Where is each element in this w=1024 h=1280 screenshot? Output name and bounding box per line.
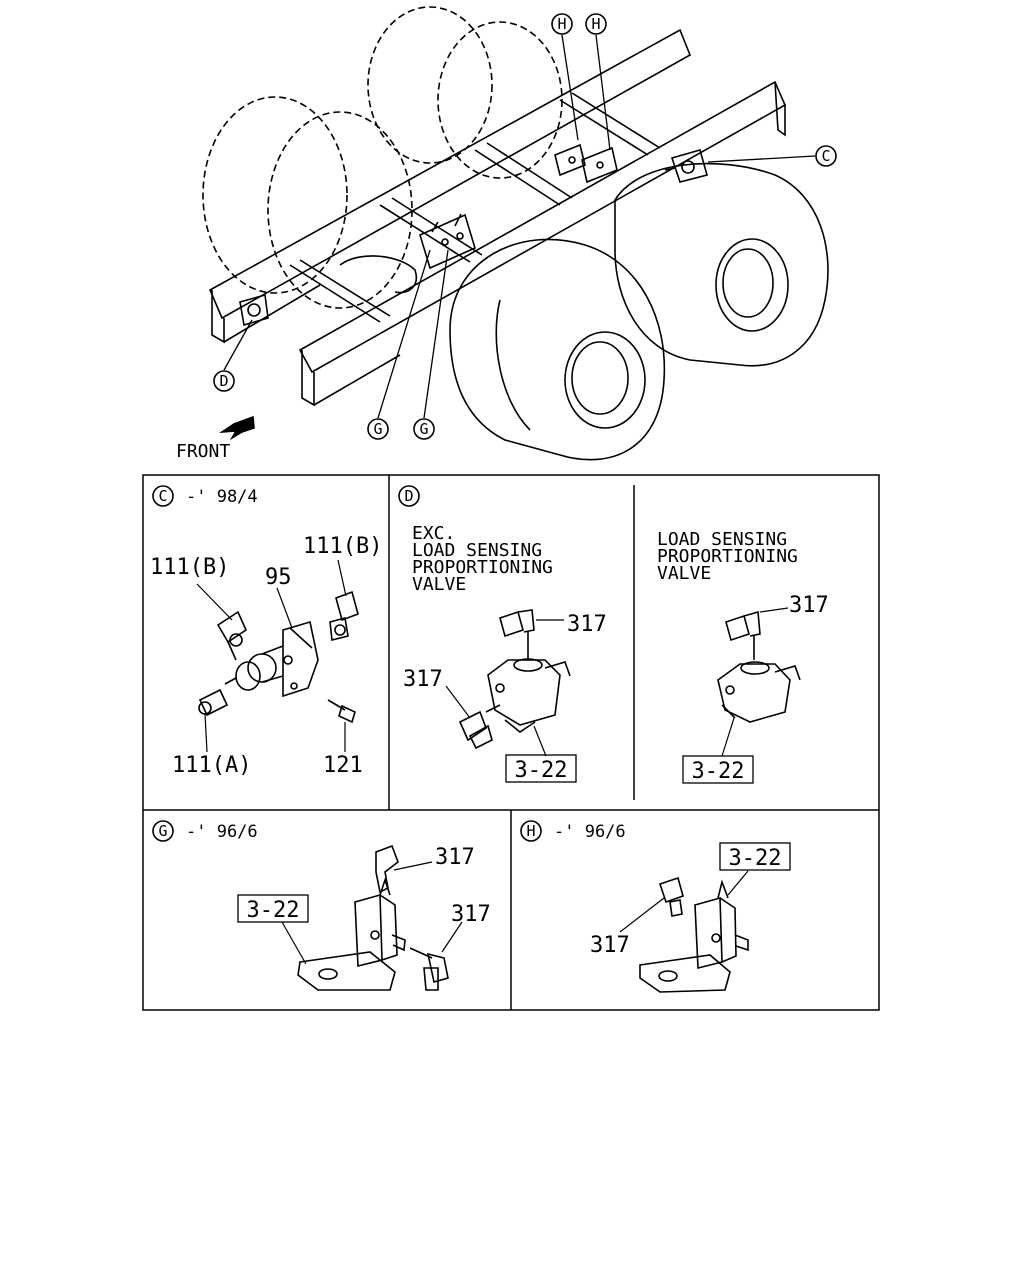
label-121: 121 <box>323 753 363 778</box>
front-arrow-icon <box>219 415 255 441</box>
panel-g-letter: G <box>158 822 167 840</box>
bracket-g-assembly <box>419 213 476 270</box>
component-d-valve <box>239 293 269 327</box>
panel-d-right-caption-1: LOAD SENSING <box>657 529 787 550</box>
callout-h-right: H <box>585 13 607 35</box>
panel-d-left-label-317-left: 317 <box>403 667 443 692</box>
frame-rail-left <box>208 28 692 344</box>
panel-d-left-caption-4: VALVE <box>412 574 466 595</box>
svg-text:H: H <box>557 15 566 33</box>
panel-h: H -' 96/6 317 3-22 <box>520 820 791 993</box>
panel-h-label-317: 317 <box>590 933 630 958</box>
cross-members <box>289 92 661 323</box>
panel-h-leaders <box>619 870 749 933</box>
panel-d-left-valve <box>458 609 571 750</box>
label-111b-right: 111(B) <box>303 534 382 559</box>
svg-text:H: H <box>591 15 600 33</box>
panel-d-left-caption-2: LOAD SENSING <box>412 540 542 561</box>
detail-frames <box>142 474 880 1011</box>
part-111b-left-fitting <box>216 610 248 661</box>
panel-g: G -' 96/6 317 317 3-22 <box>152 820 491 991</box>
panel-d-right-valve <box>717 610 801 723</box>
panel-d-left-ref-box: 3-22 <box>515 758 568 783</box>
panel-d-left-leaders <box>445 619 564 757</box>
panel-d-left-label-317-top: 317 <box>567 612 607 637</box>
callout-h-left: H <box>551 13 573 35</box>
callout-leaders <box>223 34 816 419</box>
panel-d-right-caption-3: VALVE <box>657 563 711 584</box>
panel-d-right-ref-box: 3-22 <box>692 759 745 784</box>
panel-c: C -' 98/4 <box>150 485 382 778</box>
panel-h-qualifier: -' 96/6 <box>554 822 626 842</box>
panel-d-letter: D <box>404 487 413 505</box>
tire-front-right <box>449 162 829 461</box>
panel-h-letter: H <box>526 822 535 840</box>
svg-text:G: G <box>419 420 428 438</box>
svg-text:G: G <box>373 420 382 438</box>
label-95: 95 <box>265 565 292 590</box>
svg-text:C: C <box>821 147 830 165</box>
panel-d-right-leaders <box>721 607 789 757</box>
panel-g-label-317-top: 317 <box>435 845 475 870</box>
chassis-overview: H H C D G G FRONT <box>176 6 837 462</box>
svg-text:D: D <box>219 372 228 390</box>
part-111b-right-fitting <box>329 590 359 641</box>
part-95-valve <box>224 620 319 698</box>
panel-g-qualifier: -' 96/6 <box>186 822 258 842</box>
callout-c: C <box>815 145 837 167</box>
panel-c-letter: C <box>158 487 167 505</box>
panel-d-left-caption-1: EXC. <box>412 523 455 544</box>
panel-g-ref-box: 3-22 <box>247 898 300 923</box>
panel-c-qualifier: -' 98/4 <box>186 487 258 507</box>
bracket-h-assembly <box>554 143 618 184</box>
component-c-valve <box>664 149 708 183</box>
label-111b-left: 111(B) <box>150 555 229 580</box>
panel-h-ref-box: 3-22 <box>729 846 782 871</box>
callout-g-left: G <box>367 418 389 440</box>
frame-rail-right <box>298 80 787 407</box>
callout-d: D <box>213 370 235 392</box>
panel-d-left-caption-3: PROPORTIONING <box>412 557 553 578</box>
part-121-bolt <box>327 699 356 724</box>
panel-d-right-caption-2: PROPORTIONING <box>657 546 798 567</box>
panel-g-bracket-valve <box>297 844 449 991</box>
panel-g-label-317-right: 317 <box>451 902 491 927</box>
panel-d: D EXC. LOAD SENSING PROPORTIONING VALVE … <box>398 485 829 784</box>
panel-h-bracket-valve <box>639 876 749 993</box>
panel-d-right-label-317: 317 <box>789 593 829 618</box>
part-111a-fitting <box>198 688 229 717</box>
front-label: FRONT <box>176 441 230 462</box>
label-111a: 111(A) <box>172 753 251 778</box>
panel-g-leaders <box>281 861 463 965</box>
callout-g-right: G <box>413 418 435 440</box>
panel-c-leaders <box>196 559 347 753</box>
